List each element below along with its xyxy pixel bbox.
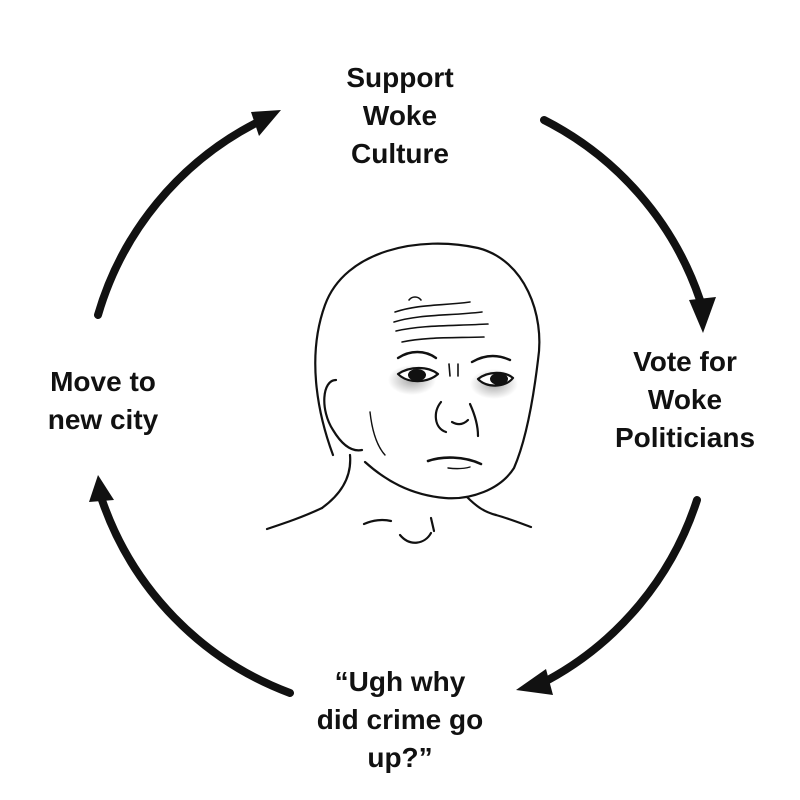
node-top-line-2: Woke [362,100,438,131]
node-right-line-1: Vote for [633,346,737,377]
node-right-line-2: Woke [647,384,723,415]
arrow-bottom-to-left [98,496,294,697]
node-bottom-line-3: up?” [367,742,433,773]
node-bottom-line-2: did crime go [316,704,484,735]
node-left-line-1: Move to [50,366,156,397]
arrowhead-right [689,297,716,333]
node-vote-for-woke-politicians: Vote for Woke Politicians [570,343,800,457]
sad-wojak-face-icon [265,242,541,544]
node-support-woke-culture: Support Woke Culture [300,59,500,173]
arrowhead-top [251,110,281,136]
node-top-line-3: Culture [351,138,449,169]
node-top-line-1: Support [346,62,454,93]
arrow-left-to-top [94,119,260,319]
node-move-to-new-city: Move to new city [18,363,188,439]
arrow-top-to-right [540,116,704,304]
node-bottom-line-1: “Ugh why [334,666,466,697]
node-ugh-why-did-crime-go-up: “Ugh why did crime go up?” [270,663,530,777]
node-right-line-3: Politicians [614,422,756,453]
arrowhead-bottom [516,669,553,695]
arrowhead-left [89,475,114,502]
node-left-line-2: new city [47,404,159,435]
arrow-right-to-bottom [544,496,701,684]
